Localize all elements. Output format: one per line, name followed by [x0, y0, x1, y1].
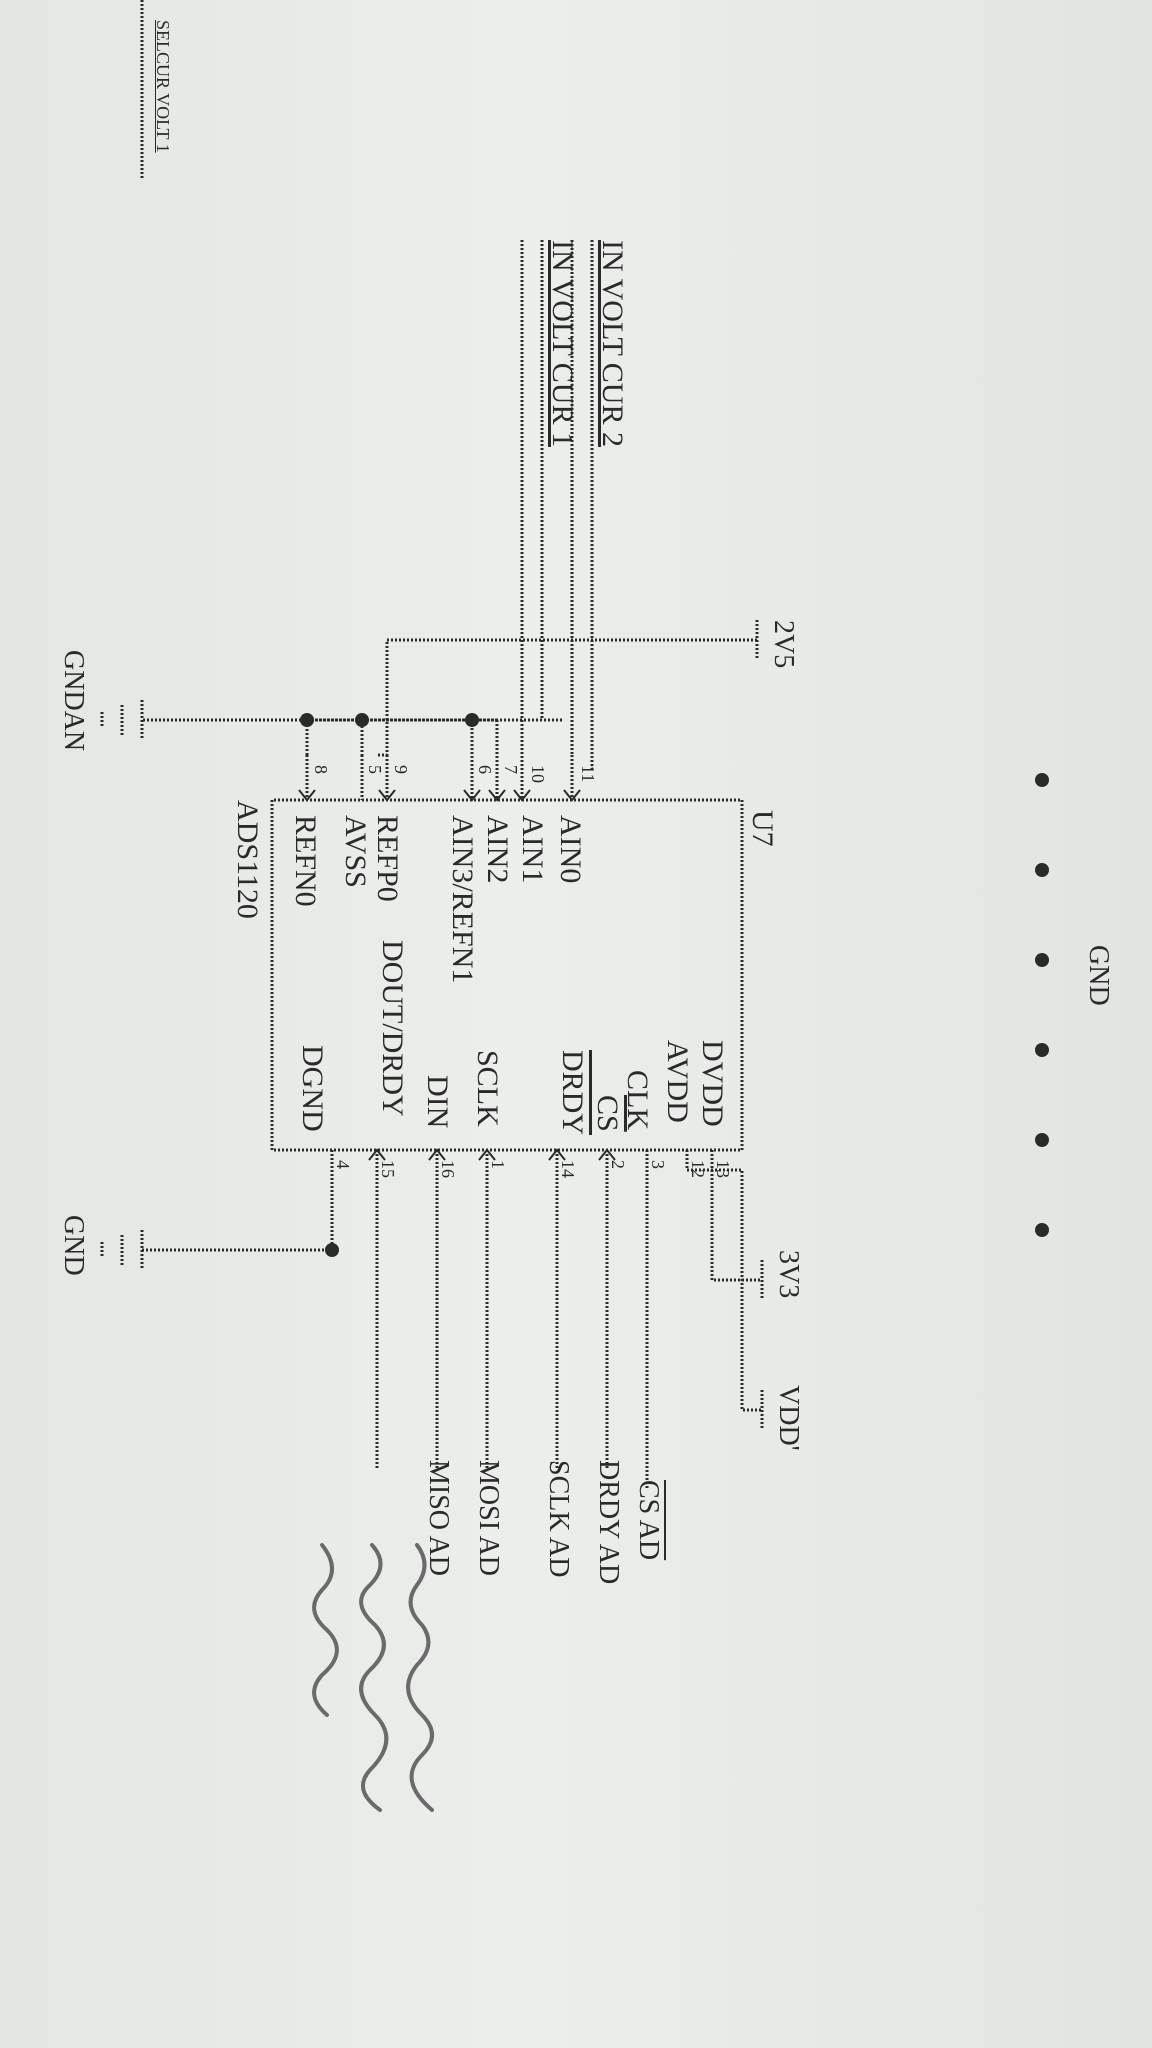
net-label-cs-ad: CS AD — [633, 1480, 664, 1561]
pin-name: AIN1 — [516, 815, 549, 884]
pin-name: DIN — [421, 1075, 454, 1129]
gnd-dot-row — [1035, 773, 1049, 1237]
pin-name: AIN2 — [481, 815, 514, 884]
supply-label-3v3: 3V3 — [773, 1250, 804, 1299]
component-ref: U7 — [746, 810, 779, 847]
net-label-drdy-ad: DRDY AD — [593, 1460, 624, 1585]
net-label-in-volt-cur-2: IN VOLT CUR 2 — [596, 240, 629, 447]
pin-number: 11 — [578, 765, 598, 783]
pin-name: REFN0 — [289, 815, 322, 907]
pin-number: 6 — [475, 765, 495, 774]
pin-number: 14 — [558, 1160, 578, 1178]
supply-label-gnd-top: GND — [1083, 945, 1114, 1006]
pin-number: 3 — [648, 1160, 668, 1169]
handwritten-note — [312, 1543, 434, 1812]
pin-number: 5 — [365, 765, 385, 774]
component-part: ADS1120 — [231, 800, 264, 919]
pin-number: 8 — [311, 765, 331, 774]
pin-number: 12 — [688, 1160, 708, 1178]
pin-number: 1 — [488, 1160, 508, 1169]
pin-number: 10 — [528, 765, 548, 783]
pin-name: AIN0 — [554, 815, 587, 884]
junctions — [300, 713, 479, 1257]
pin-number: 9 — [391, 765, 411, 774]
net-label-in-volt-cur-1: IN VOLT CUR 1 — [546, 240, 579, 447]
wire-gndan — [305, 718, 562, 755]
supply-label-vdd: VDD' — [773, 1385, 804, 1451]
net-label-mosi-ad: MOSI AD — [473, 1460, 504, 1576]
pin-name: CS — [591, 1095, 624, 1132]
pin-name: DVDD — [696, 1040, 729, 1127]
supply-label-gnd-bottom: GND — [58, 1215, 89, 1276]
pin-number: 7 — [501, 765, 521, 774]
net-label-sclk-ad: SCLK AD — [543, 1460, 574, 1578]
pin-number: 15 — [378, 1160, 398, 1178]
wire-2v5 — [377, 638, 757, 757]
pin-name: CLK — [621, 1070, 654, 1130]
pin-number: 2 — [608, 1160, 628, 1169]
pin-name: AVSS — [339, 815, 372, 888]
pin-number: 4 — [333, 1160, 353, 1169]
wire-vdd — [685, 1150, 762, 1412]
pin-name: DGND — [296, 1045, 329, 1132]
ic-body — [270, 798, 744, 1152]
pin-name: SCLK — [471, 1050, 504, 1127]
pin-number: 16 — [438, 1160, 458, 1178]
pin-name: DOUT/DRDY — [376, 940, 409, 1117]
pin-number: 13 — [713, 1160, 733, 1178]
supply-label-2v5: 2V5 — [768, 620, 799, 669]
net-label-selcur-volt-1: SELCUR VOLT 1 — [153, 20, 173, 153]
pin-name: DRDY — [556, 1050, 589, 1136]
pin-name: REFP0 — [371, 815, 404, 902]
supply-label-gndan: GNDAN — [58, 650, 89, 752]
net-label-miso-ad: MISO AD — [423, 1460, 454, 1576]
pin-name: AIN3/REFN1 — [446, 815, 479, 984]
pin-name: AVDD — [661, 1040, 694, 1123]
